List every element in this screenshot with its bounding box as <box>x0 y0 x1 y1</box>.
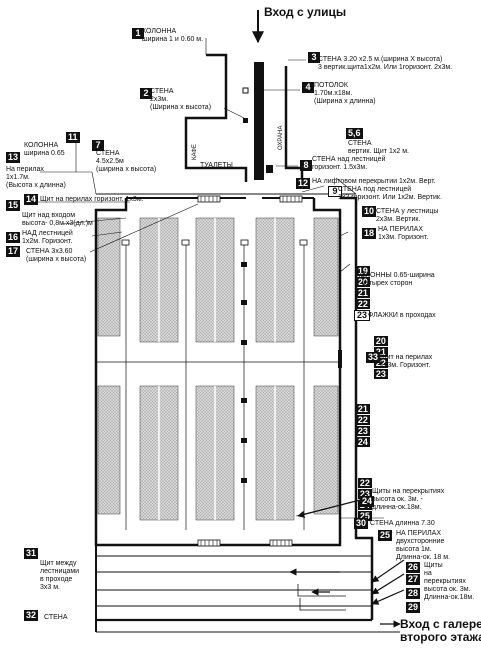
lower-stairs <box>95 545 400 633</box>
arrows <box>289 499 405 628</box>
side-num-27: 27 <box>406 574 421 585</box>
callout-num-31: 31 <box>24 548 39 559</box>
wall-33 <box>338 350 342 368</box>
callout-num-7: 7 <box>92 140 104 151</box>
callout-text-18: НА ПЕРИЛАХ 1х3м. Горизонт. <box>378 226 429 241</box>
callout-num-15: 15 <box>6 200 21 211</box>
column-num: 23 <box>357 489 372 499</box>
callout-num-5-6: 5,6 <box>346 128 363 139</box>
callout-text-32: СТЕНА <box>44 614 68 621</box>
column-num: 24 <box>355 437 370 447</box>
column-num: 19 <box>355 266 370 276</box>
callout-text-30: СТЕНА длинна 7.30 <box>370 520 435 527</box>
callout-num-33: 33 <box>366 352 381 363</box>
callout-text-7: СТЕНА 4.5х2.5м (ширина х высота) <box>96 150 157 173</box>
column-num: 20 <box>373 336 388 346</box>
callout-text-25: НА ПЕРИЛАХ двухсторонние высота 1м. Длин… <box>396 530 451 561</box>
callout-text-9: СТЕНА под лестницей 1х2 горизонт. Или 1х… <box>338 186 442 201</box>
block-dividers <box>158 218 276 520</box>
columns-19 <box>121 239 308 246</box>
toilets-label: ТУАЛЕТЫ <box>200 162 233 169</box>
callout-num-12: 12 <box>296 178 311 189</box>
column-1 <box>242 87 249 94</box>
callout-text-1: КОЛОННА ширина 1 и 0.60 м. <box>142 28 204 43</box>
callout-text-10: СТЕНА у лестницы 2х3м. Вертик. <box>376 208 439 223</box>
entrance-wall-left <box>184 53 248 182</box>
callout-text-16: НАД лестницей 1х2м. Горизонт. <box>22 230 73 245</box>
callout-num-4: 4 <box>302 82 314 93</box>
callout-num-26: 26 <box>406 562 421 573</box>
callout-num-2: 2 <box>140 88 152 99</box>
callout-text-11: КОЛОННА ширина 0.65 <box>24 142 65 157</box>
callout-text-31: Щит между лестницами в проходе 3х3 м. <box>40 560 80 591</box>
display-blocks <box>97 217 339 521</box>
callout-num-23: 23 <box>354 310 371 321</box>
column-num: 23 <box>355 426 370 436</box>
callout-text-33: Щит на перилах 1х3м. Горизонт. <box>380 354 433 369</box>
callout-num-9: 9 <box>328 186 342 197</box>
callout-num-18: 18 <box>362 228 377 239</box>
columns-center <box>241 262 247 483</box>
central-corridor-wall <box>254 62 264 180</box>
column-num: 22 <box>373 358 388 368</box>
callout-text-4: ПОТОЛОК 1.70м.х18м. (Ширина х длинна) <box>314 82 376 105</box>
callout-num-17: 17 <box>6 246 21 257</box>
callout-text-23: ФЛАЖКИ в проходах <box>368 312 436 319</box>
column-num: 23 <box>373 369 388 379</box>
wall-8 <box>266 165 273 173</box>
callout-num-1: 1 <box>132 28 144 39</box>
column-num: 21 <box>355 288 370 298</box>
callout-text-3: СТЕНА 3.20 х2.5 м.(ширина Х высота) 3 ве… <box>318 56 453 71</box>
callout-num-13: 13 <box>6 152 21 163</box>
column-num: 21 <box>373 347 388 357</box>
callout-num-14: 14 <box>24 194 39 205</box>
callout-num-10: 10 <box>362 206 377 217</box>
cafe-label: КАФЕ <box>192 144 198 160</box>
panel-hatching <box>200 196 300 546</box>
callout-num-3: 3 <box>308 52 320 63</box>
column-row-3: 21 22 23 24 <box>352 396 370 448</box>
ceiling-4 <box>243 118 248 123</box>
side-num-28: 28 <box>406 588 421 599</box>
callout-text-17: СТЕНА 3х3.60 (ширина х высота) <box>26 248 87 263</box>
column-row-1: 19 20 21 22 <box>352 258 370 310</box>
column-num: 21 <box>355 404 370 414</box>
column-num: 22 <box>357 478 372 488</box>
callout-num-16: 16 <box>6 232 21 243</box>
callout-num-8: 8 <box>300 160 312 171</box>
callout-num-24: 24 <box>360 496 375 507</box>
security-label: ОХРАНА <box>278 125 284 150</box>
callout-num-32: 32 <box>24 610 39 621</box>
column-row-2: 20 21 22 23 <box>370 328 388 380</box>
callout-num-25: 25 <box>378 530 393 541</box>
callout-text-12: НА лифтовом перекрытии 1х2м. Верт. <box>312 178 436 185</box>
column-num: 22 <box>355 299 370 309</box>
gallery-entrance-label: Вход с галереи второго этажа <box>400 617 481 644</box>
callout-text-5-6: СТЕНА вертик. Щит 1х2 м. <box>348 140 409 155</box>
callout-text-14: Щит на перилах горизонт. 1х3м. <box>40 196 144 203</box>
callout-text-13: На перилах 1х1.7м. (Высота х длинна) <box>6 166 66 189</box>
callout-num-30: 30 <box>354 518 369 529</box>
column-num: 20 <box>355 277 370 287</box>
callout-text-26: Щиты на перекрытиях высота ок. 3м. Длинн… <box>424 562 475 601</box>
street-entrance-label: Вход с улицы <box>264 5 347 19</box>
callout-text-24: Щиты на перекрытиях высота ок. 3м. - дли… <box>372 488 445 511</box>
callout-text-19: КОЛОННЫ 0.65-ширина с четырех сторон <box>356 272 435 287</box>
column-num: 25 <box>357 511 372 521</box>
callout-text-15: Щит над входом высота- 0,8м.х3(дл.)м <box>22 212 93 227</box>
column-num: 22 <box>355 415 370 425</box>
callout-num-11: 11 <box>66 132 80 143</box>
side-num-29: 29 <box>406 602 421 613</box>
right-stairwell <box>340 196 374 620</box>
callout-text-2: СТЕНА 2х3м. (Ширина х высота) <box>150 88 212 111</box>
callout-text-8: СТЕНА над лестницей горизонт. 1.5х3м. <box>312 156 386 171</box>
